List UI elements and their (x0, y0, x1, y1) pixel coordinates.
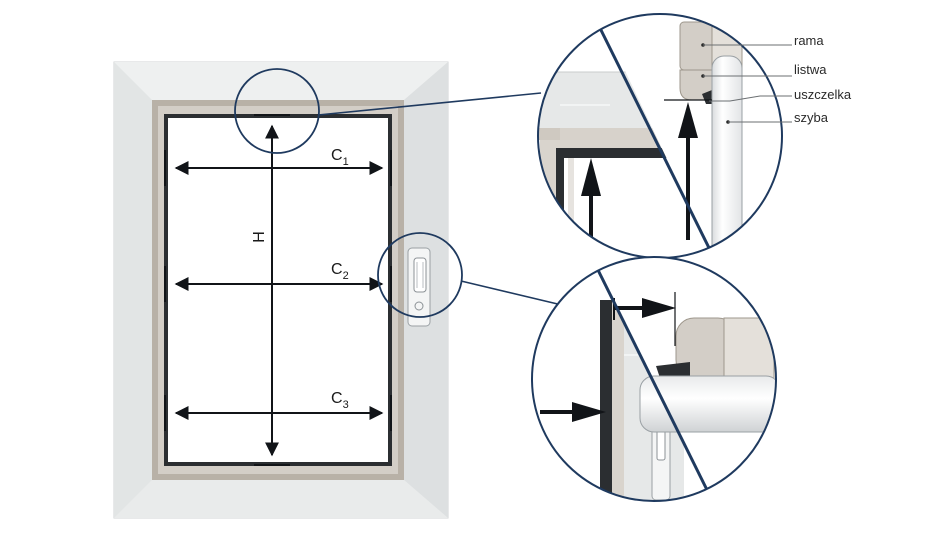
top-section-detail (537, 13, 783, 259)
label-gasket: uszczelka (794, 87, 852, 102)
side-detail-circle (531, 256, 777, 502)
callout-leaders (317, 92, 567, 307)
window-handle[interactable] (407, 247, 431, 327)
label-leaders (703, 44, 792, 123)
side-section-detail (531, 256, 777, 502)
dimension-c2-label: C2 (331, 261, 349, 282)
dimension-c1-label: C1 (331, 147, 349, 168)
side-detail-callout-circle (377, 232, 463, 318)
label-frame: rama (794, 33, 824, 48)
window-front-view: C1 C2 C3 H (113, 61, 463, 519)
profile-part-labels: rama listwa uszczelka szyba (794, 33, 852, 125)
glass-pane (168, 118, 388, 462)
top-detail-callout-circle (234, 68, 320, 154)
edge-ticks (164, 114, 392, 466)
label-glass: szyba (794, 110, 829, 125)
frame-bevel-top (114, 62, 448, 100)
label-bead: listwa (794, 62, 827, 77)
dimension-h-label: H (251, 231, 268, 243)
frame-bevel-left (114, 62, 152, 518)
frame-bevel-bottom (114, 480, 448, 518)
dimension-c3-label: C3 (331, 390, 349, 411)
